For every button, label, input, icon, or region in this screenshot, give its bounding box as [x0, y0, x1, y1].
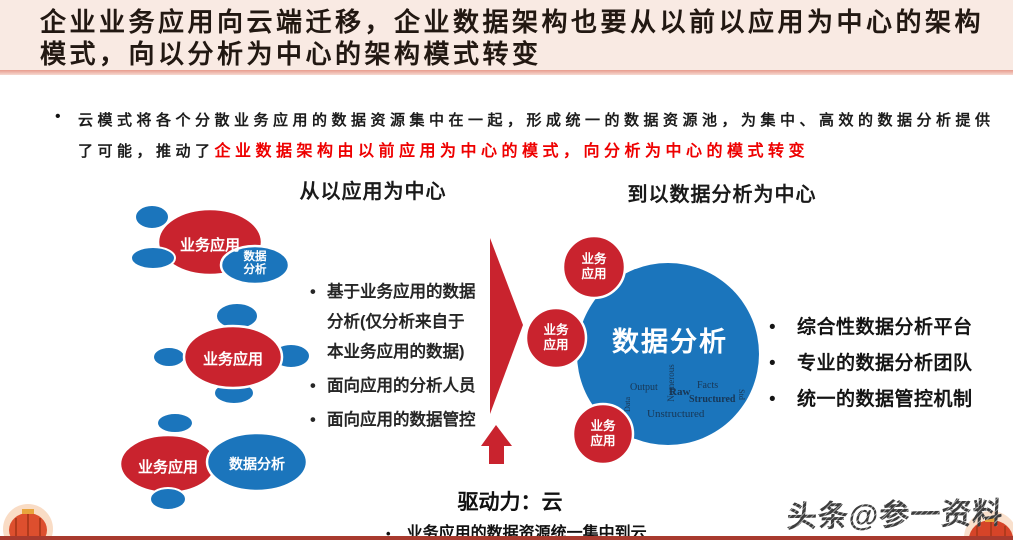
- word-cloud-term: Data: [623, 396, 633, 413]
- left-section-title: 从以应用为中心: [299, 181, 447, 203]
- header-divider: [0, 70, 1013, 75]
- analysis-ellipse-label: 数据 分析: [243, 251, 267, 276]
- word-cloud-term: Std: [736, 389, 746, 400]
- list-item: • 专业的数据分析团队: [769, 346, 1005, 382]
- word-cloud-term: Output: [630, 382, 658, 393]
- app-ellipse-label: 业务应用: [137, 459, 198, 476]
- list-item: • 统一的数据管控机制: [769, 382, 1005, 418]
- analysis-ellipse-label: 数据分析: [229, 456, 285, 472]
- intro-line1: 云模式将各个分散业务应用的数据资源集中在一起，形成统一的数据资源池，为集中、高效…: [78, 113, 995, 129]
- watermark: 头条@参一资料君: [784, 488, 1013, 540]
- word-cloud-term: Raw: [669, 386, 691, 398]
- transition-triangle: [490, 238, 523, 414]
- up-arrow-stem-icon: [489, 445, 504, 464]
- slide-title: 企业业务应用向云端迁移，企业数据架构也要从以前以应用为中心的架构 模式，向以分析…: [40, 6, 1000, 70]
- word-cloud: Output Numerous Raw Facts Structured Uns…: [612, 358, 772, 453]
- list-item-text: 专业的数据分析团队: [797, 353, 973, 374]
- app-ellipse-label: 业务应用: [202, 351, 263, 368]
- bullet-dot: •: [386, 526, 391, 540]
- app-circle-label: 业务 应用: [590, 419, 616, 448]
- small-data-ellipse: [149, 487, 187, 511]
- list-item-text: 基于业务应用的数据分析(仅分析来自于本业务应用的数据): [327, 283, 476, 361]
- driver-title: 驱动力：云: [457, 491, 563, 514]
- list-item: • 基于业务应用的数据分析(仅分析来自于本业务应用的数据): [310, 277, 480, 367]
- intro-line2-highlight: 企业数据架构由以前应用为中心的模式，向分析为中心的模式转变: [214, 143, 810, 160]
- list-item-text: 面向应用的分析人员: [327, 377, 476, 395]
- right-bullet-list: • 综合性数据分析平台 • 专业的数据分析团队 • 统一的数据管控机制: [769, 310, 1005, 418]
- small-data-ellipse: [134, 204, 170, 230]
- lantern-icon-left: [3, 504, 53, 540]
- central-circle-label: 数据分析: [612, 327, 728, 357]
- left-bullet-list: •基于业务应用的数据分析(仅分析来自于本业务应用的数据) •面向应用的分析人员 …: [310, 277, 480, 439]
- list-item: • 面向应用的分析人员: [310, 371, 480, 401]
- list-item-text: 面向应用的数据管控: [327, 411, 476, 429]
- word-cloud-term: Facts: [697, 380, 719, 391]
- list-item: • 面向应用的数据管控: [310, 405, 480, 435]
- intro-line2: 了可能，推动了企业数据架构由以前应用为中心的模式，向分析为中心的模式转变: [78, 137, 809, 161]
- list-item-text: 统一的数据管控机制: [797, 389, 973, 410]
- slide-title-line2: 模式，向以分析为中心的架构模式转变: [40, 39, 542, 69]
- app-ellipse-label: 业务应用: [179, 237, 240, 254]
- lantern-icon-right: [964, 511, 1013, 540]
- word-cloud-term: Unstructured: [647, 408, 705, 420]
- small-data-ellipse: [152, 346, 186, 368]
- word-cloud-term: Structured: [689, 394, 736, 405]
- app-circle-1: [561, 234, 627, 300]
- slide-title-line1: 企业业务应用向云端迁移，企业数据架构也要从以前以应用为中心的架构: [40, 7, 985, 37]
- app-circle-3: [571, 402, 635, 466]
- bullet-dot: •: [310, 283, 316, 301]
- app-circle-label: 业务 应用: [543, 323, 569, 352]
- intro-line2-black: 了可能，推动了: [78, 144, 215, 160]
- bottom-accent-bar: [0, 536, 1013, 540]
- small-data-ellipse: [130, 246, 176, 270]
- right-section-title: 到以数据分析为中心: [627, 184, 817, 206]
- app-circle-2: [524, 306, 588, 370]
- up-arrow-head-icon: [481, 425, 512, 446]
- header-band: 企业业务应用向云端迁移，企业数据架构也要从以前以应用为中心的架构 模式，向以分析…: [0, 0, 1013, 72]
- bullet-dot: •: [769, 389, 777, 410]
- bullet-dot: •: [310, 411, 316, 429]
- central-analysis-circle: [577, 263, 759, 445]
- app-circle-label: 业务 应用: [581, 252, 607, 281]
- list-item: • 综合性数据分析平台: [769, 310, 1005, 346]
- small-data-ellipse: [156, 412, 194, 434]
- bullet-dot: •: [310, 377, 316, 395]
- app-ellipse-middle: [182, 324, 284, 390]
- analysis-ellipse-bottom: [205, 431, 309, 493]
- bullet-dot: •: [769, 353, 777, 374]
- bullet-dot: •: [769, 317, 777, 338]
- analysis-ellipse-top: [219, 244, 291, 286]
- intro-bullet-dot: •: [55, 108, 61, 125]
- list-item-text: 综合性数据分析平台: [797, 317, 973, 338]
